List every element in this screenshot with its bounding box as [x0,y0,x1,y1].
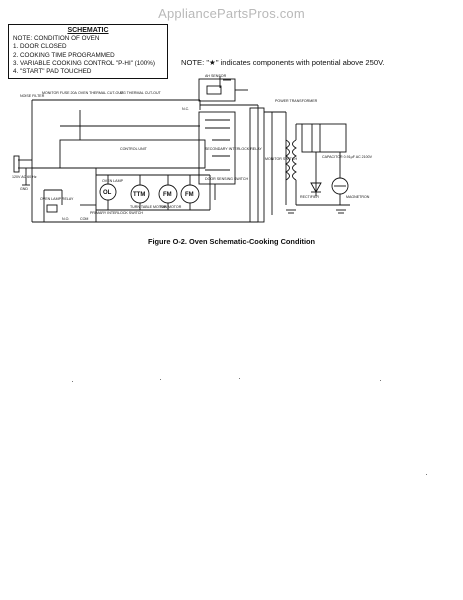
magnetron-label: MAGNETRON [346,195,370,199]
scan-speck [72,381,73,382]
scan-speck [160,379,161,380]
schematic-note-box: SCHEMATIC NOTE: CONDITION OF OVEN 1. DOO… [8,24,168,79]
nc-label: N.C. [182,107,189,111]
turntable-motor-symbol [130,184,150,204]
fm-label: FM [163,192,172,198]
no-label: N.O. [62,217,69,221]
schematic-note-line: 2. COOKING TIME PROGRAMMED [13,51,115,59]
ttm-label: TTM [133,192,145,198]
monitor-switch-label: MONITOR SWITCH [265,157,297,161]
fan-motor-symbol-2 [180,184,200,204]
turntable-motor-label: TURN TABLE MOTOR [130,205,167,209]
schematic-note-title: SCHEMATIC [67,27,109,34]
voltage-note: NOTE: "★" indicates components with pote… [181,58,385,67]
schematic-note-line: NOTE: CONDITION OF OVEN [13,35,100,43]
watermark: AppliancePartsPros.com [158,6,305,21]
com-label: COM [80,217,88,221]
rectifier-label: RECTIFIER [300,195,319,199]
schematic-note-line: 4. "START" PAD TOUCHED [13,68,92,76]
oven-thermal-cutout-label: OVEN THERMAL CUT-OUT [78,91,124,95]
scan-speck [426,474,427,475]
oven-lamp-relay-label: OVEN LAMP RELAY [40,197,74,201]
gnd-label: GND [20,187,28,191]
supply-label: 120V AC 60 Hz [12,175,37,179]
oven-lamp-label: OVEN LAMP [102,179,124,183]
oven-lamp-symbol [99,183,117,201]
schematic-note-line: 1. DOOR CLOSED [13,43,67,51]
primary-interlock-label: PRIMARY INTERLOCK SWITCH [90,211,143,215]
power-transformer-label: POWER TRANSFORMER [275,99,318,103]
monitor-fuse-label: MONITOR FUSE 20A [42,91,77,95]
capacitor-label: CAPACITOR 0.91µF AC 2100V [322,155,373,159]
ah-sensor-label: AH SENSOR [205,74,227,78]
scan-speck [380,380,381,381]
door-sensing-switch-label: DOOR SENSING SWITCH [205,177,249,181]
schematic-note-line: 3. VARIABLE COOKING CONTROL "P-HI" (100%… [13,59,155,67]
fan-motor-symbol [158,184,178,204]
mg-thermal-cutout-label: MG THERMAL CUT-OUT [120,91,162,95]
figure-caption: Figure O-2. Oven Schematic-Cooking Condi… [147,237,316,246]
noise-filter-label: NOISE FILTER [20,94,45,98]
ol-label: OL [103,190,112,196]
control-unit-label: CONTROL UNIT [120,147,148,151]
fm-label-2: FM [185,192,194,198]
scan-speck [239,378,240,379]
secondary-interlock-label: SECONDARY INTERLOCK RELAY [205,147,262,151]
fan-motor-label: FAN MOTOR [160,205,182,209]
